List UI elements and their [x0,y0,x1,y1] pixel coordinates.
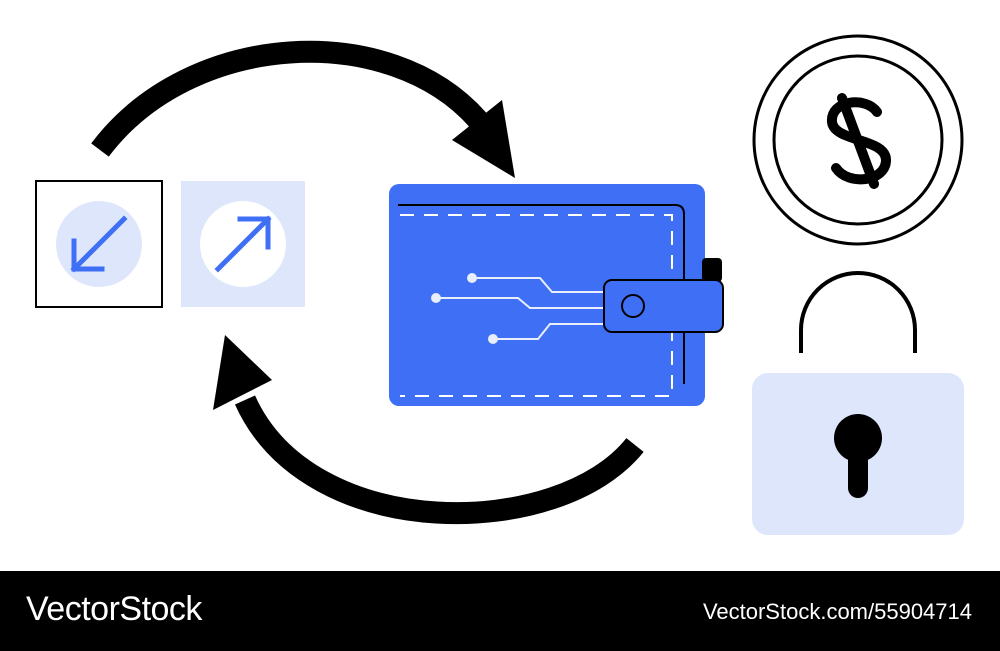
bottom-arrowhead [213,335,272,410]
dollar-sign-icon [827,93,892,189]
top-arrow-arc [91,40,487,157]
wallet-strap-back [702,258,722,282]
wallet-clasp-button [621,294,645,318]
dollar-coin-icon [752,34,964,246]
padlock-icon [752,271,964,535]
brand-name: VectorStock [26,590,202,628]
receive-arrow-box [35,180,163,308]
keyhole-slot [848,440,868,498]
arrow-down-left-icon [70,215,128,273]
bottom-arrow-arc [234,395,644,525]
wallet-clasp [603,279,724,333]
circuit-lines [436,277,606,340]
watermark-footer: VectorStock VectorStock.com/55904714 [0,571,1000,651]
image-id: VectorStock.com/55904714 [702,599,972,624]
send-arrow-box [181,181,305,307]
arrow-up-right-icon [214,215,272,273]
top-arrowhead [452,100,515,178]
keyhole-top [834,414,882,462]
illustration [35,34,964,535]
circular-arrows-icon [91,40,644,525]
padlock-shackle [799,271,917,353]
digital-wallet-icon [389,184,724,406]
